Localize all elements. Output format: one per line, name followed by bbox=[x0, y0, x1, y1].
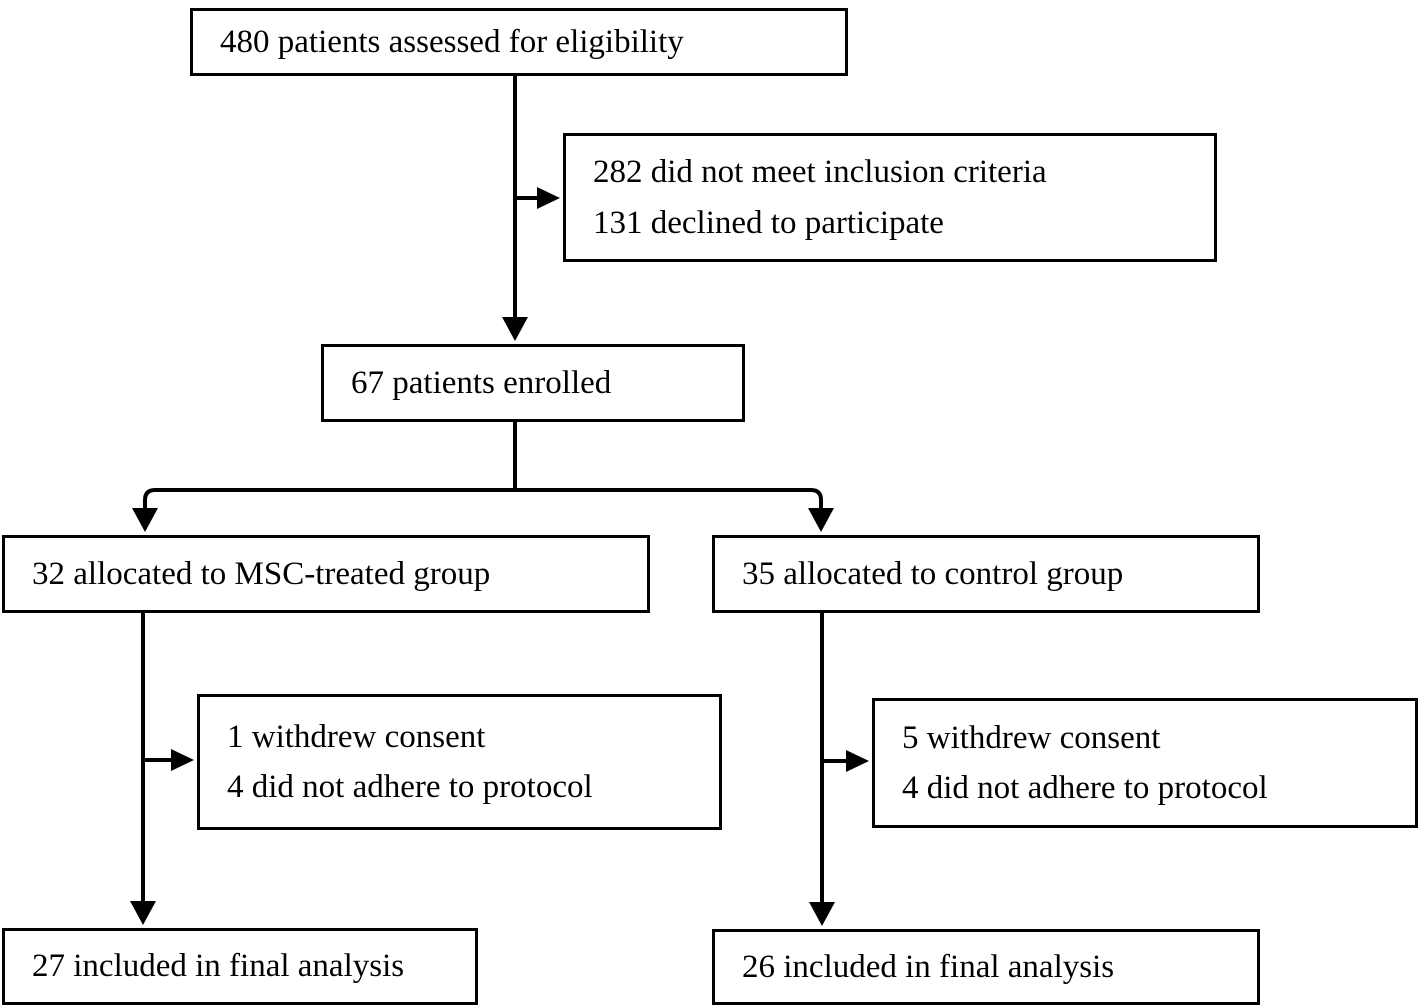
arrowhead-into-control-dropout-icon bbox=[846, 750, 869, 772]
node-msc-dropout-line-1: 1 withdrew consent bbox=[227, 718, 486, 755]
arrowhead-into-control-final-icon bbox=[809, 902, 835, 926]
node-msc-dropout-line-2: 4 did not adhere to protocol bbox=[227, 769, 593, 805]
node-control-allocated-label: 35 allocated to control group bbox=[742, 555, 1124, 592]
node-excluded-line-1: 282 did not meet inclusion criteria bbox=[593, 154, 1047, 191]
node-excluded-line-2: 131 declined to participate bbox=[593, 204, 944, 241]
node-control-dropout: 5 withdrew consent 4 did not adhere to p… bbox=[872, 698, 1418, 828]
node-control-dropout-line-1: 5 withdrew consent bbox=[902, 719, 1161, 756]
node-msc-dropout: 1 withdrew consent 4 did not adhere to p… bbox=[197, 694, 722, 830]
edge-split-bar bbox=[143, 488, 823, 514]
arrowhead-into-control-allocated-icon bbox=[808, 508, 834, 532]
node-control-final-label: 26 included in final analysis bbox=[742, 948, 1115, 985]
node-control-final-analysis: 26 included in final analysis bbox=[712, 929, 1260, 1005]
node-msc-final-analysis: 27 included in final analysis bbox=[2, 928, 478, 1005]
arrowhead-into-enrolled-icon bbox=[502, 317, 528, 341]
node-assessed-for-eligibility: 480 patients assessed for eligibility bbox=[190, 8, 848, 76]
node-msc-allocated-label: 32 allocated to MSC-treated group bbox=[32, 555, 491, 592]
node-msc-allocated: 32 allocated to MSC-treated group bbox=[2, 535, 650, 613]
arrowhead-into-msc-dropout-icon bbox=[171, 749, 194, 771]
node-control-dropout-line-2: 4 did not adhere to protocol bbox=[902, 770, 1268, 806]
node-enrolled: 67 patients enrolled bbox=[321, 344, 745, 422]
arrowhead-into-msc-allocated-icon bbox=[132, 508, 158, 532]
arrowhead-into-msc-final-icon bbox=[130, 901, 156, 925]
node-excluded: 282 did not meet inclusion criteria 131 … bbox=[563, 133, 1217, 262]
arrowhead-into-excluded-icon bbox=[537, 187, 560, 209]
node-assessed-label: 480 patients assessed for eligibility bbox=[220, 23, 684, 60]
node-enrolled-label: 67 patients enrolled bbox=[351, 364, 612, 401]
node-control-allocated: 35 allocated to control group bbox=[712, 535, 1260, 613]
node-msc-final-label: 27 included in final analysis bbox=[32, 948, 405, 985]
